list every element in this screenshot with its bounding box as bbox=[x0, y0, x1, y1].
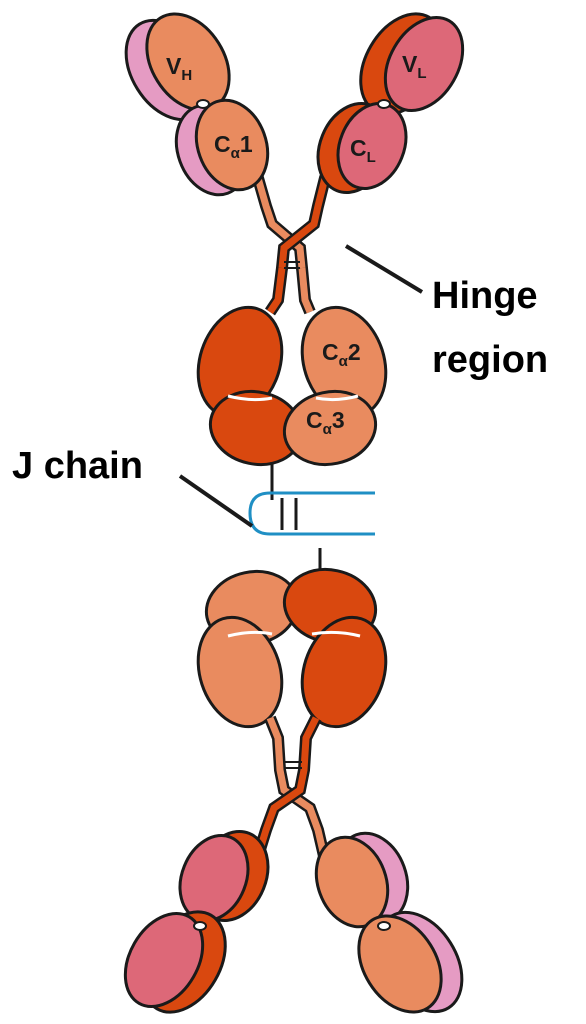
lower-hinge-strands bbox=[258, 718, 324, 856]
hinge-label-line2: region bbox=[432, 339, 548, 381]
j-chain bbox=[250, 462, 375, 570]
j-chain-label: J chain bbox=[12, 445, 143, 487]
upper-fc-region bbox=[185, 296, 400, 472]
lower-fc-region bbox=[185, 561, 400, 737]
hinge-leader-line bbox=[346, 246, 422, 292]
upper-fc-strands bbox=[270, 262, 310, 312]
lower-monomer bbox=[110, 561, 480, 1024]
lower-left-fab bbox=[110, 821, 281, 1024]
j-chain-leader-line bbox=[180, 476, 252, 526]
upper-right-fab bbox=[305, 0, 478, 203]
hinge-label-line1: Hinge bbox=[432, 275, 538, 317]
lower-right-fab bbox=[304, 823, 479, 1024]
upper-left-fab bbox=[109, 0, 280, 205]
